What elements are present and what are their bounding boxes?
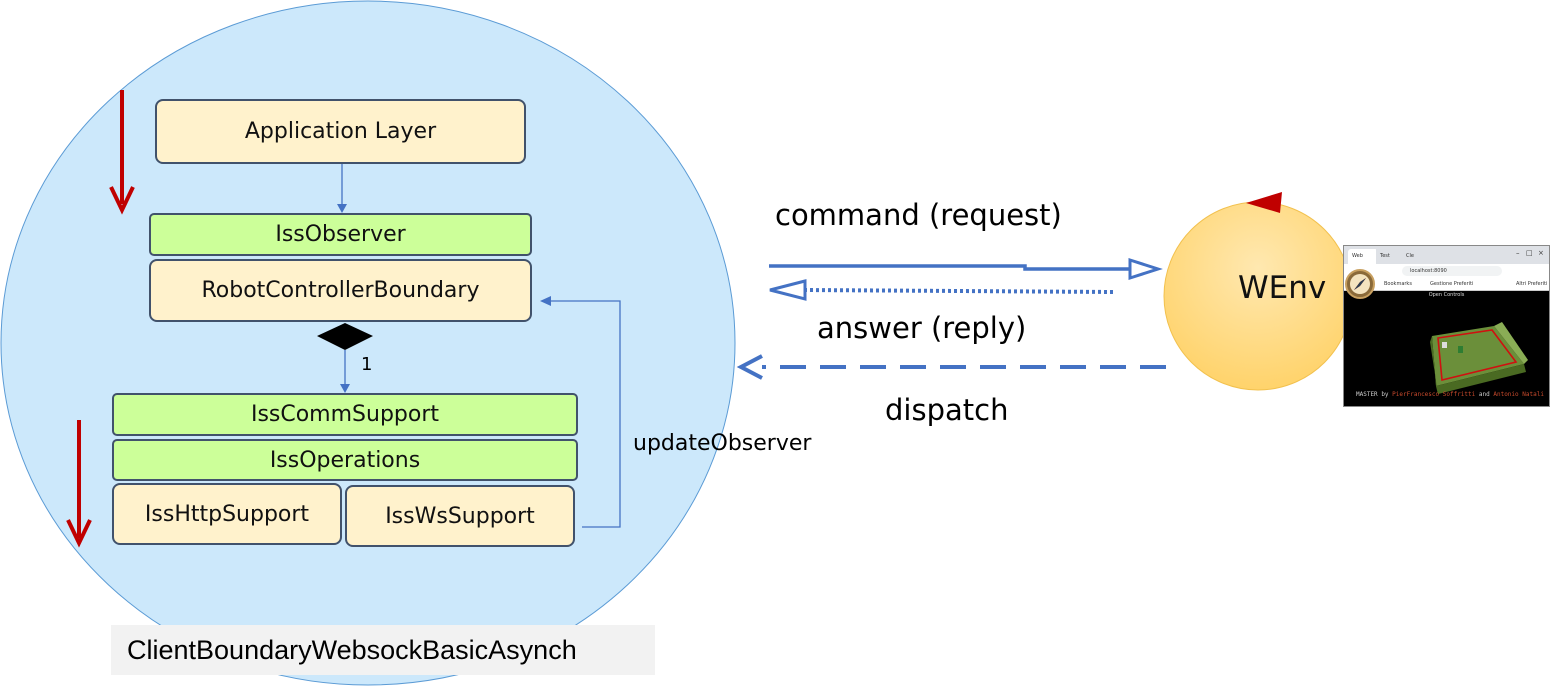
wenv-label: WEnv [1238, 270, 1327, 306]
thumbnail-url: localhost:8090 [1402, 266, 1502, 276]
credits-by: by [1381, 391, 1389, 398]
bookmark-item: Gestione Preferiti [1430, 281, 1474, 287]
app-to-observer-arrow [337, 164, 347, 213]
compass-icon [1345, 269, 1375, 299]
update-observer-connector [540, 296, 621, 528]
red-down-arrow-bottom [66, 420, 92, 548]
answer-arrow [769, 279, 1114, 301]
credits-author-2: Antonio Natali [1493, 391, 1544, 398]
update-observer-label: updateObserver [633, 431, 812, 456]
answer-label: answer (reply) [817, 311, 1027, 345]
multiplicity-label: 1 [361, 354, 373, 375]
bookmark-item: Bookmarks [1384, 281, 1412, 287]
thumbnail-scene [1345, 269, 1528, 394]
iss-operations-box: IssOperations [112, 439, 578, 481]
command-label: command (request) [775, 198, 1062, 232]
thumbnail-tab: Cle [1402, 249, 1430, 264]
arena-3d [1430, 322, 1528, 394]
thumbnail-controls-label: Open Controls [1428, 292, 1465, 298]
minimize-icon: – [1516, 249, 1520, 257]
dispatch-arrow [736, 354, 1166, 380]
thumbnail-tab: Test [1376, 249, 1404, 264]
dispatch-label: dispatch [885, 393, 1009, 427]
robot-controller-boundary-box: RobotControllerBoundary [149, 259, 532, 322]
wenv-direction-marker [1246, 192, 1282, 213]
thumbnail-tab: Web [1348, 249, 1378, 264]
composition-diamond [317, 323, 373, 350]
credits-prefix: MASTER [1356, 391, 1378, 398]
thumbnail-credits: MASTER by PierFrancesco Soffritti and An… [1356, 391, 1544, 398]
iss-http-support-box: IssHttpSupport [112, 483, 342, 545]
application-layer-box: Application Layer [155, 99, 526, 164]
credits-and: and [1478, 391, 1490, 398]
component-caption: ClientBoundaryWebsockBasicAsynch [111, 625, 655, 675]
bookmark-item: Altri Preferiti [1516, 281, 1548, 287]
iss-comm-support-box: IssCommSupport [112, 393, 578, 436]
thumbnail-bookmarks-bar: Bookmarks Gestione Preferiti Altri Prefe… [1344, 278, 1549, 291]
red-down-arrow-top [109, 90, 135, 215]
composition-arrow [340, 350, 350, 393]
iss-ws-support-box: IssWsSupport [345, 485, 575, 547]
command-arrow [769, 257, 1163, 281]
credits-author-1: PierFrancesco Soffritti [1392, 391, 1476, 398]
wenv-browser-thumbnail: Web Test Cle – □ × localhost:8090 Bookma… [1343, 245, 1550, 407]
close-icon: × [1538, 249, 1544, 257]
maximize-icon: □ [1526, 249, 1533, 257]
iss-observer-box: IssObserver [149, 213, 532, 256]
